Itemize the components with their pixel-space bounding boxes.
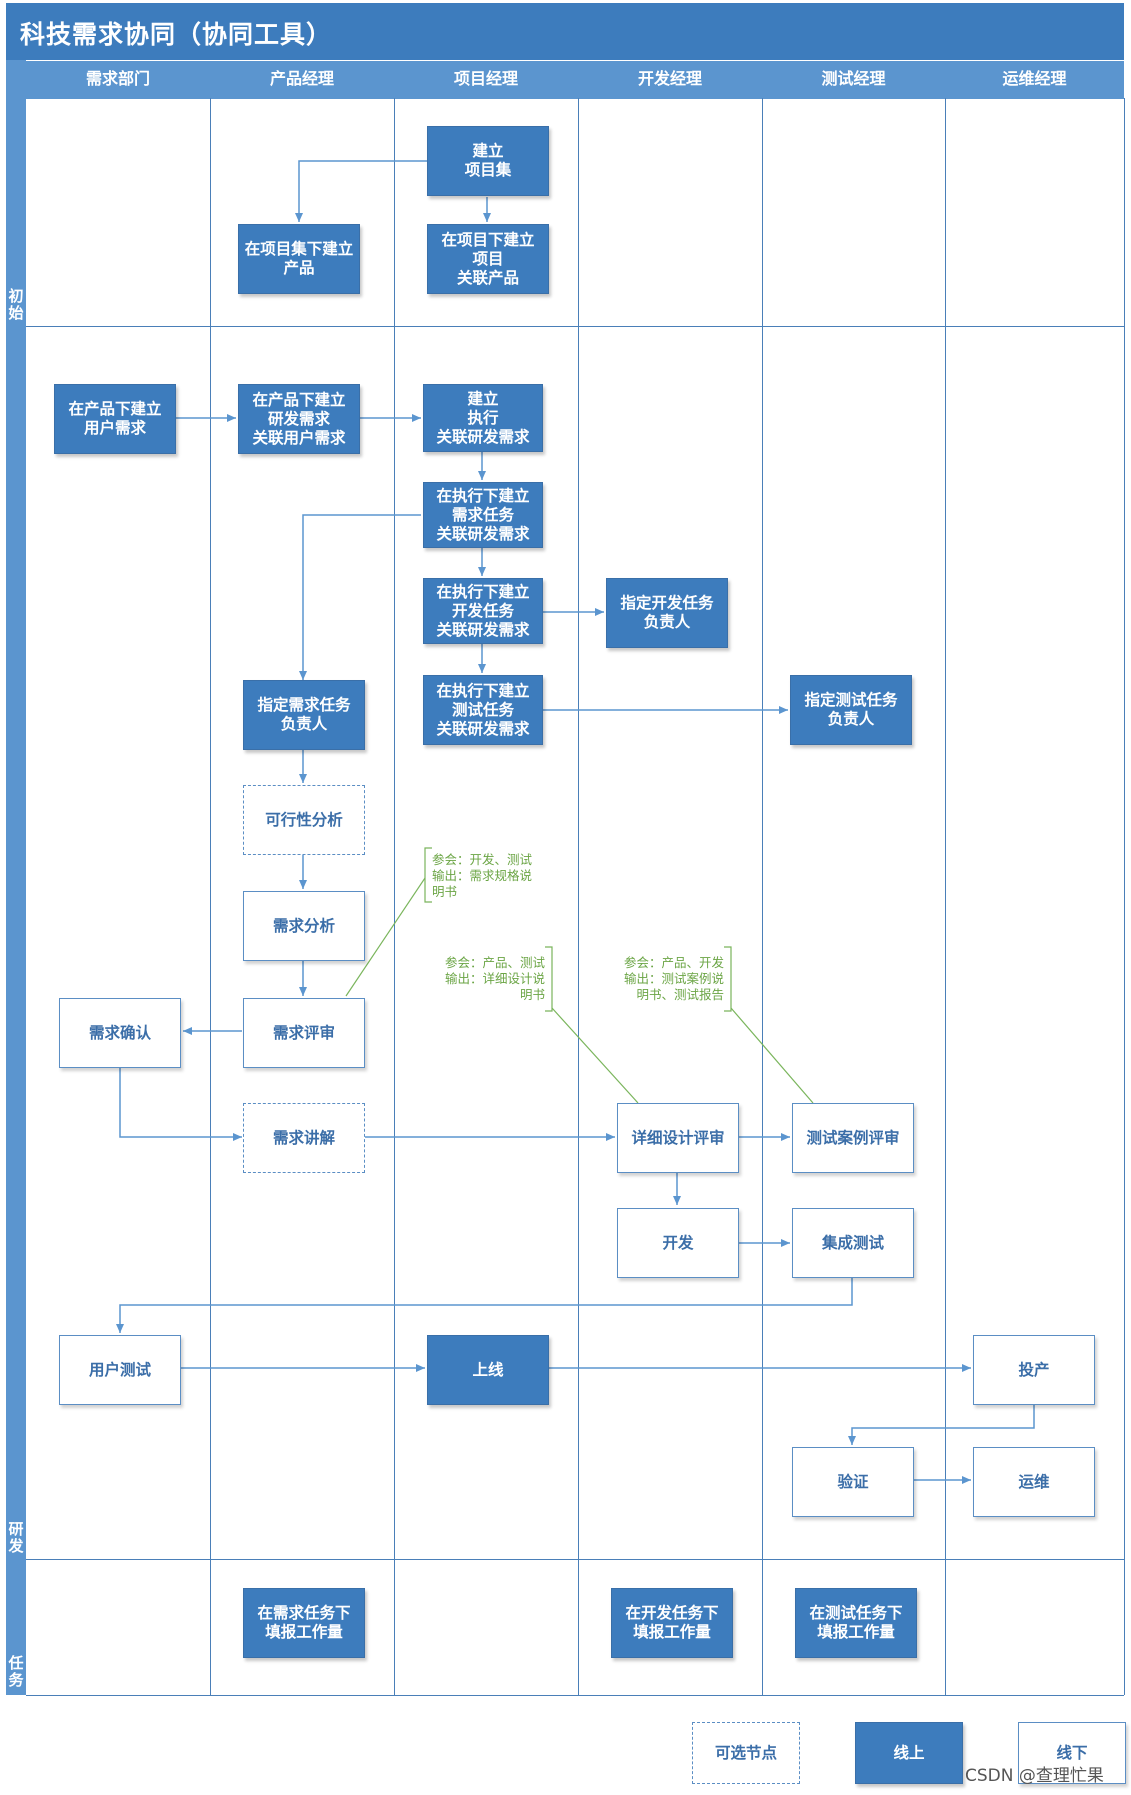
go-live-node[interactable]: 上线 [427, 1335, 549, 1405]
rd-requirement-node[interactable]: 在产品下建立 研发需求 关联用户需求 [238, 384, 360, 454]
lane-divider [26, 1695, 1124, 1696]
note-bracket [424, 847, 432, 903]
watermark: CSDN @查理忙果 [965, 1766, 1104, 1786]
column-header-product-manager: 产品经理 [269, 69, 334, 88]
test-task-node[interactable]: 在执行下建立 测试任务 关联研发需求 [423, 675, 543, 745]
requirement-task-node[interactable]: 在执行下建立 需求任务 关联研发需求 [423, 482, 543, 548]
connector [299, 514, 421, 680]
requirement-confirm-node[interactable]: 需求确认 [59, 998, 181, 1068]
lane-label-task: 任 务 [8, 1654, 24, 1689]
note-callout-line [345, 877, 426, 997]
dev-task-node[interactable]: 在执行下建立 开发任务 关联研发需求 [423, 578, 543, 644]
testcase-review-node[interactable]: 测试案例评审 [792, 1103, 914, 1173]
column-header-demand-dept: 需求部门 [85, 69, 150, 88]
create-project-set-node[interactable]: 建立 项目集 [427, 126, 549, 196]
verify-node[interactable]: 验证 [792, 1447, 914, 1517]
testcase-review-note: 参会：产品、开发 输出：测试案例说 明书、测试报告 [623, 955, 724, 1002]
connector [848, 1403, 1035, 1445]
title-bar: 科技需求协同（协同工具） [6, 3, 1124, 60]
create-product-node[interactable]: 在项目集下建立 产品 [238, 224, 360, 294]
column-divider [394, 98, 395, 1695]
requirement-workload-node[interactable]: 在需求任务下 填报工作量 [243, 1588, 365, 1658]
column-divider [210, 98, 211, 1695]
design-review-node[interactable]: 详细设计评审 [617, 1103, 739, 1173]
integration-test-node[interactable]: 集成测试 [792, 1208, 914, 1278]
column-header-ops-manager: 运维经理 [1002, 69, 1067, 88]
production-node[interactable]: 投产 [973, 1335, 1095, 1405]
note-callout-line [730, 1007, 814, 1104]
requirement-analysis-node[interactable]: 需求分析 [243, 891, 365, 961]
column-divider [1124, 98, 1125, 1695]
connector [116, 1278, 853, 1333]
design-review-note: 参会：产品、测试 输出：详细设计说 明书 [444, 955, 545, 1002]
lane-label-rd: 研 发 [8, 1520, 24, 1555]
column-divider [762, 98, 763, 1695]
requirement-review-node[interactable]: 需求评审 [243, 998, 365, 1068]
assign-test-owner-node[interactable]: 指定测试任务 负责人 [790, 675, 912, 745]
feasibility-analysis-node[interactable]: 可行性分析 [243, 785, 365, 855]
connector [119, 1066, 242, 1141]
legend-offline-node: 线下 [1018, 1722, 1126, 1784]
column-header-test-manager: 测试经理 [821, 69, 886, 88]
column-divider [945, 98, 946, 1695]
create-project-node[interactable]: 在项目下建立 项目 关联产品 [427, 224, 549, 294]
diagram-title: 科技需求协同（协同工具） [20, 20, 333, 49]
column-header-dev-manager: 开发经理 [637, 69, 702, 88]
assign-req-owner-node[interactable]: 指定需求任务 负责人 [243, 680, 365, 750]
column-divider [578, 98, 579, 1695]
lane-label-initial: 初 始 [8, 287, 24, 322]
user-test-node[interactable]: 用户测试 [59, 1335, 181, 1405]
lane-divider [26, 326, 1124, 327]
legend-online-node: 线上 [855, 1722, 963, 1784]
create-execution-node[interactable]: 建立 执行 关联研发需求 [423, 384, 543, 452]
column-header-project-manager: 项目经理 [453, 69, 518, 88]
legend-optional-node: 可选节点 [692, 1722, 800, 1784]
note-callout-line [551, 1007, 639, 1104]
assign-dev-owner-node[interactable]: 指定开发任务 负责人 [606, 578, 728, 648]
lane-divider [26, 1559, 1124, 1560]
develop-node[interactable]: 开发 [617, 1208, 739, 1278]
lane-bar-task [6, 1559, 26, 1696]
note-bracket [724, 946, 732, 1012]
connector [295, 160, 427, 222]
requirement-review-note: 参会：开发、测试 输出：需求规格说 明书 [432, 852, 533, 899]
dev-workload-node[interactable]: 在开发任务下 填报工作量 [611, 1588, 733, 1658]
test-workload-node[interactable]: 在测试任务下 填报工作量 [795, 1588, 917, 1658]
column-header-row [6, 60, 1124, 99]
note-bracket [545, 946, 553, 1012]
requirement-briefing-node[interactable]: 需求讲解 [243, 1103, 365, 1173]
operations-node[interactable]: 运维 [973, 1447, 1095, 1517]
user-requirement-node[interactable]: 在产品下建立 用户需求 [54, 384, 176, 454]
